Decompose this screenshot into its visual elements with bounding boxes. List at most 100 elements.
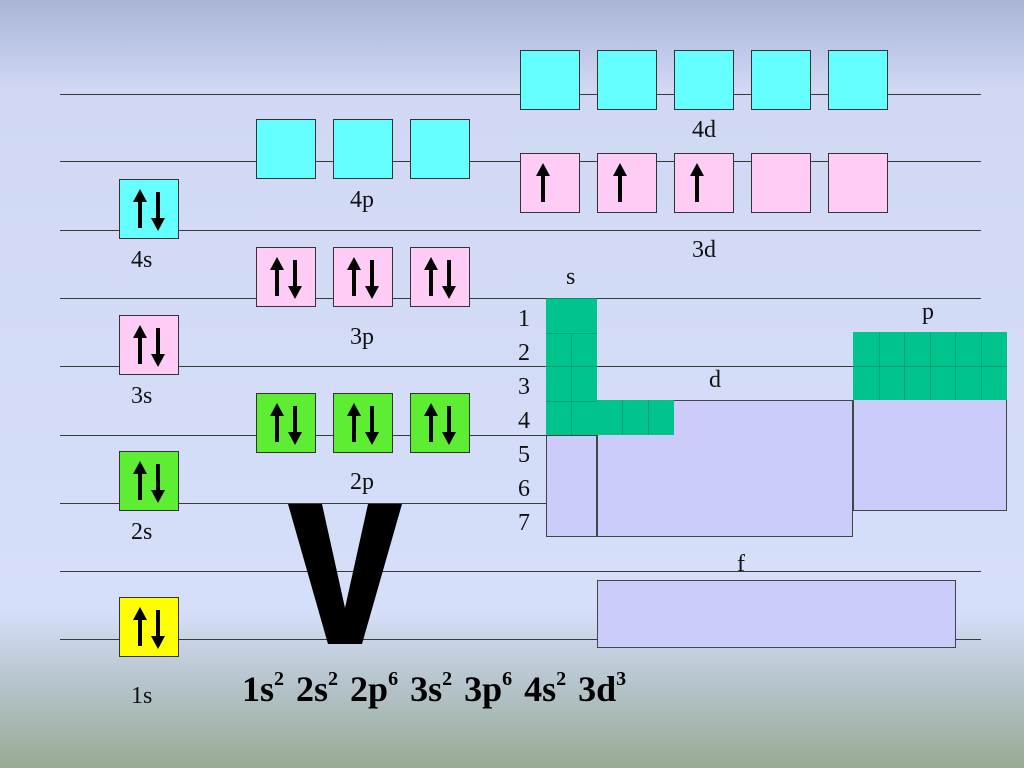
config-term: 3d3 bbox=[578, 669, 626, 709]
grid-line bbox=[546, 366, 597, 367]
spin-down-arrow bbox=[151, 192, 165, 231]
orbital-4d-box bbox=[520, 50, 580, 110]
spin-up-arrow bbox=[133, 461, 147, 500]
grid-line bbox=[571, 333, 572, 435]
config-electron-count: 2 bbox=[274, 668, 285, 690]
orbital-3d-box bbox=[597, 153, 657, 213]
orbital-4d-box bbox=[751, 50, 811, 110]
orbital-4p-box bbox=[333, 119, 393, 179]
orbital-4p-box bbox=[410, 119, 470, 179]
orbital-1s-box bbox=[119, 597, 179, 657]
spin-up-arrow bbox=[270, 257, 284, 296]
config-term: 2s2 bbox=[296, 669, 338, 709]
grid-line bbox=[648, 400, 649, 435]
orbital-2p-box bbox=[256, 393, 316, 453]
spin-down-arrow bbox=[442, 260, 456, 299]
orbital-2p-label: 2p bbox=[350, 469, 374, 495]
period-number: 6 bbox=[518, 476, 530, 502]
config-term: 2p6 bbox=[350, 669, 398, 709]
orbital-4d-box bbox=[828, 50, 888, 110]
config-orbital: 3s bbox=[410, 669, 443, 709]
orbital-2s-label: 2s bbox=[131, 519, 153, 545]
config-orbital: 4s bbox=[524, 669, 557, 709]
grid-line bbox=[981, 332, 982, 400]
orbital-4s-box bbox=[119, 179, 179, 239]
d-block-filled bbox=[597, 400, 674, 435]
spin-down-arrow bbox=[151, 464, 165, 503]
f-block-label: f bbox=[737, 551, 745, 577]
config-electron-count: 2 bbox=[556, 668, 567, 690]
spin-up-arrow bbox=[133, 189, 147, 228]
d-block-label: d bbox=[709, 367, 721, 393]
grid-line bbox=[546, 401, 597, 402]
period-number: 4 bbox=[518, 408, 530, 434]
spin-up-arrow bbox=[133, 607, 147, 646]
orbital-3d-box bbox=[751, 153, 811, 213]
orbital-2s-box bbox=[119, 451, 179, 511]
grid-line bbox=[622, 400, 623, 435]
orbital-4d-label: 4d bbox=[692, 117, 716, 143]
f-block bbox=[597, 580, 956, 648]
orbital-3p-box bbox=[410, 247, 470, 307]
grid-line bbox=[955, 332, 956, 400]
element-symbol: V bbox=[288, 504, 402, 644]
spin-up-arrow bbox=[536, 163, 550, 202]
config-term: 3p6 bbox=[464, 669, 512, 709]
spin-down-arrow bbox=[365, 260, 379, 299]
orbital-2p-box bbox=[410, 393, 470, 453]
config-term: 4s2 bbox=[524, 669, 566, 709]
period-number: 2 bbox=[518, 340, 530, 366]
spin-down-arrow bbox=[442, 406, 456, 445]
p-block-label: p bbox=[922, 299, 934, 325]
orbital-2p-box bbox=[333, 393, 393, 453]
period-number: 5 bbox=[518, 442, 530, 468]
orbital-3p-box bbox=[256, 247, 316, 307]
energy-line bbox=[60, 639, 981, 640]
period-number: 1 bbox=[518, 306, 530, 332]
config-orbital: 2p bbox=[350, 669, 389, 709]
config-electron-count: 6 bbox=[502, 668, 513, 690]
s-block-label: s bbox=[566, 264, 576, 290]
orbital-4p-label: 4p bbox=[350, 187, 374, 213]
grid-line bbox=[879, 332, 880, 400]
config-electron-count: 2 bbox=[442, 668, 453, 690]
orbital-3s-box bbox=[119, 315, 179, 375]
orbital-3p-label: 3p bbox=[350, 324, 374, 350]
energy-line bbox=[60, 435, 981, 436]
spin-down-arrow bbox=[288, 260, 302, 299]
orbital-4d-box bbox=[597, 50, 657, 110]
orbital-3d-box bbox=[674, 153, 734, 213]
orbital-3p-box bbox=[333, 247, 393, 307]
orbital-1s-label: 1s bbox=[131, 683, 153, 709]
spin-up-arrow bbox=[347, 257, 361, 296]
energy-line bbox=[60, 503, 981, 504]
energy-line bbox=[60, 298, 981, 299]
energy-line bbox=[60, 230, 981, 231]
period-number: 3 bbox=[518, 374, 530, 400]
orbital-4s-label: 4s bbox=[131, 247, 153, 273]
grid-line bbox=[930, 332, 931, 400]
config-electron-count: 6 bbox=[388, 668, 399, 690]
orbital-3d-box bbox=[828, 153, 888, 213]
energy-line bbox=[60, 571, 981, 572]
config-orbital: 3d bbox=[578, 669, 617, 709]
config-term: 3s2 bbox=[410, 669, 452, 709]
s-block-lower bbox=[546, 435, 597, 537]
spin-up-arrow bbox=[347, 403, 361, 442]
grid-line bbox=[546, 333, 597, 334]
orbital-3s-label: 3s bbox=[131, 383, 153, 409]
period-number: 7 bbox=[518, 510, 530, 536]
spin-up-arrow bbox=[424, 257, 438, 296]
config-orbital: 3p bbox=[464, 669, 503, 709]
spin-up-arrow bbox=[270, 403, 284, 442]
energy-line bbox=[60, 366, 981, 367]
orbital-4p-box bbox=[256, 119, 316, 179]
spin-down-arrow bbox=[151, 328, 165, 367]
config-orbital: 1s bbox=[242, 669, 275, 709]
spin-down-arrow bbox=[288, 406, 302, 445]
config-orbital: 2s bbox=[296, 669, 329, 709]
config-term: 1s2 bbox=[242, 669, 284, 709]
config-electron-count: 3 bbox=[616, 668, 627, 690]
grid-line bbox=[904, 332, 905, 400]
